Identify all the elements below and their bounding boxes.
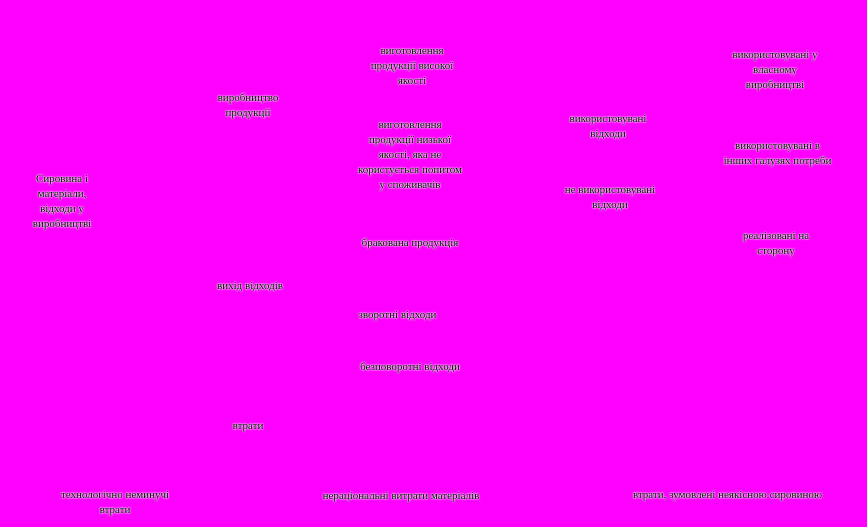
used-own-production-node: використовувані у власному виробництві — [732, 49, 818, 91]
losses-other-factors-node: втрати, зумовлені неякісною сировиною — [632, 489, 823, 501]
low-quality-node: виготовлення продукції низької якості, я… — [357, 119, 463, 191]
used-other-needs-node: використовувані в інших галузях потреби — [723, 140, 832, 167]
used-waste-node: використовувані відходи — [569, 113, 647, 140]
sold-outside-node: реалізовані на сторону — [742, 230, 810, 257]
technological-losses-node: технологічно неминучі втрати — [60, 489, 170, 516]
waste-output-node: вихід відходів — [217, 280, 283, 292]
raw-materials-node: Сировина і матеріали, відходи у виробниц… — [32, 173, 92, 230]
defective-products-node: бракована продукція — [361, 237, 459, 249]
unused-waste-node: не використовувані відходи — [564, 184, 656, 211]
irrational-costs-node: нераціональні витрати матеріалів — [322, 490, 480, 502]
returnable-waste-node: зворотні відходи — [358, 309, 437, 321]
products-node: виробництво продукції — [217, 92, 279, 119]
losses-node: втрати — [232, 420, 264, 432]
non-returnable-waste-node: безповоротні відходи — [360, 361, 460, 373]
high-quality-node: виготовлення продукції високої якості — [370, 45, 454, 87]
